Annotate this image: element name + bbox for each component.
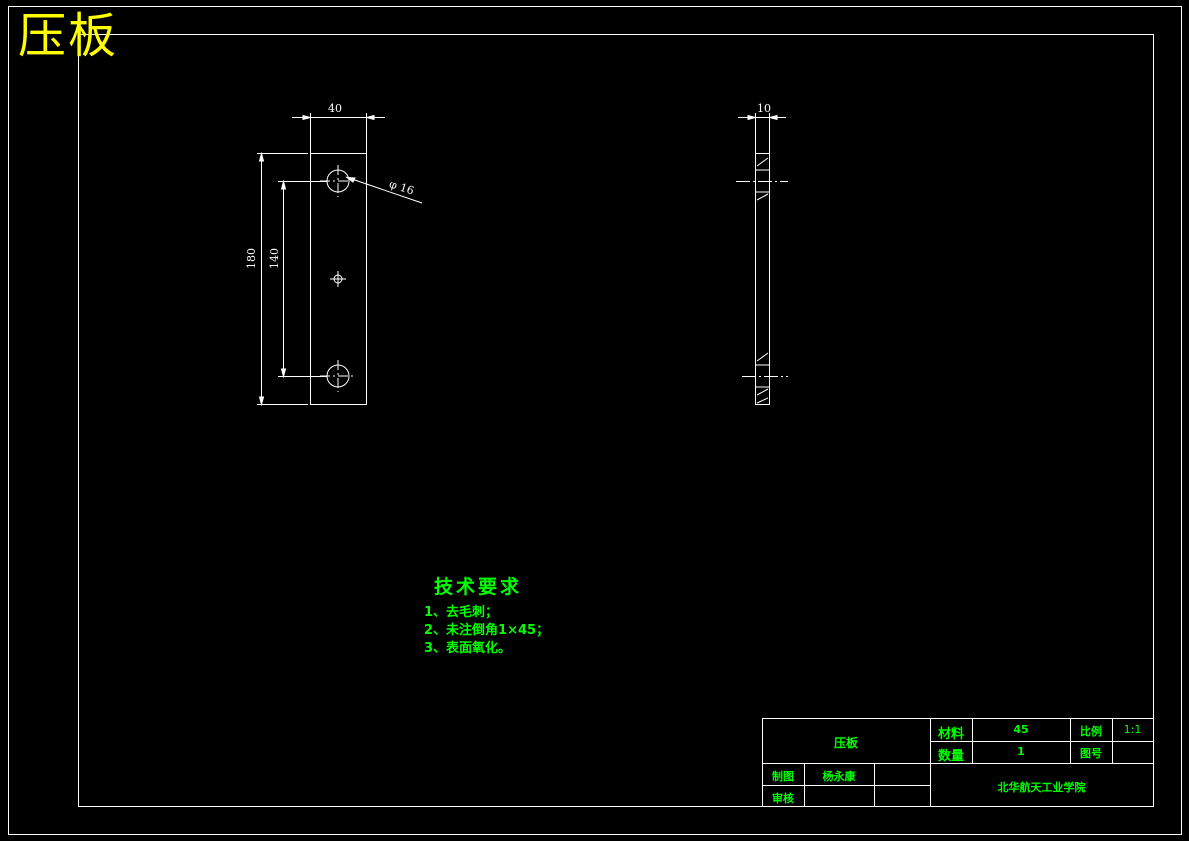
inner-frame [78, 34, 1154, 807]
tech-item: 1、去毛刺； [424, 605, 499, 620]
tb-school: 北华航天工业学院 [997, 781, 1086, 794]
tb-drafter-name: 杨永康 [822, 770, 856, 783]
dim-height-label: 180 [245, 248, 258, 269]
front-view-outline [310, 153, 367, 405]
tb-scale-label: 比例 [1080, 725, 1102, 738]
tech-heading: 技术要求 [434, 576, 523, 598]
front-view [257, 113, 423, 407]
dim-thickness-label: 10 [757, 102, 771, 115]
side-view [736, 113, 788, 405]
tb-part-name: 压板 [833, 736, 858, 750]
tb-material-value: 45 [1013, 723, 1029, 736]
tb-drafter-label: 制图 [772, 770, 794, 783]
tech-item: 3、表面氧化。 [424, 641, 512, 656]
dim-spacing-label: 140 [268, 248, 281, 269]
drawing-title: 压板 [18, 8, 119, 64]
tb-drawing-no-label: 图号 [1080, 747, 1102, 760]
title-block [762, 718, 1154, 807]
tb-material-label: 材料 [937, 727, 964, 742]
tb-scale-value: 1:1 [1123, 723, 1142, 736]
dim-width-label: 40 [328, 102, 342, 115]
tech-item: 2、未注倒角1×45； [424, 623, 550, 638]
tb-quantity-value: 1 [1017, 745, 1025, 758]
outer-frame [8, 6, 1182, 835]
tb-quantity-label: 数量 [937, 749, 964, 764]
tb-checker-label: 审核 [772, 792, 794, 805]
side-view-outline [755, 153, 770, 405]
